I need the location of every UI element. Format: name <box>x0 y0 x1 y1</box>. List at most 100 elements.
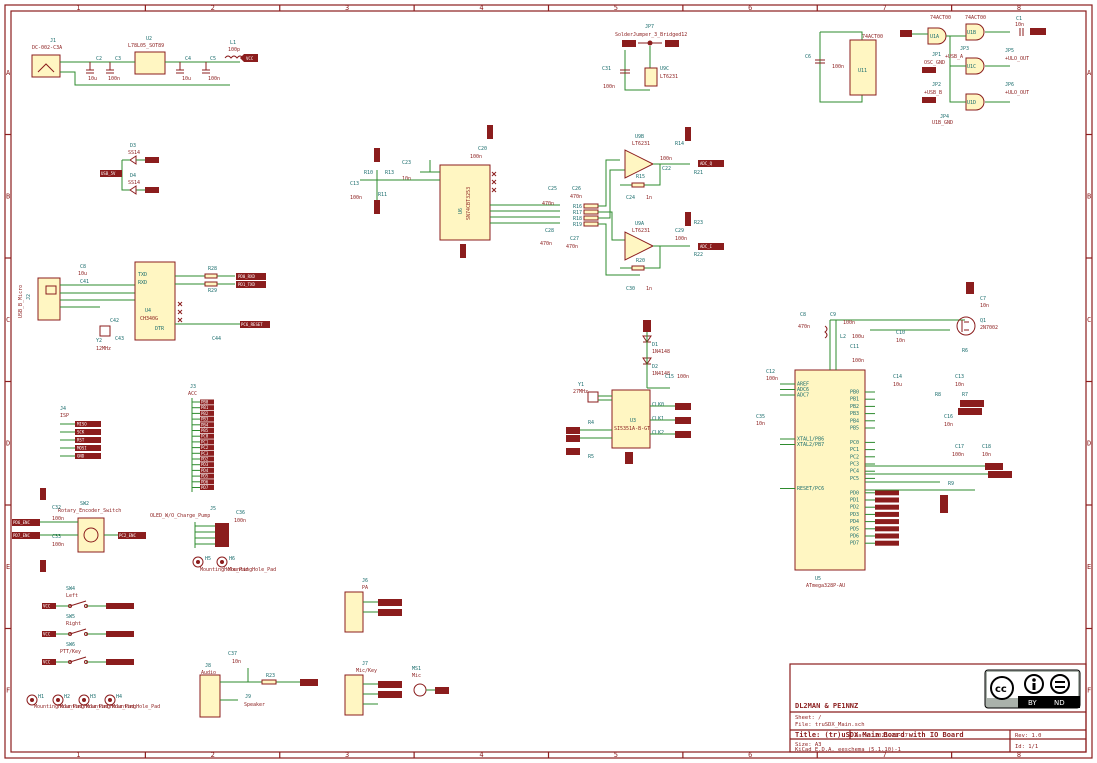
d3-ref: D3 <box>130 143 136 149</box>
pc2-label: PC2_ENC <box>119 533 136 538</box>
border-col-bottom: 6 <box>748 751 752 759</box>
h5-ref: H5 <box>205 556 211 562</box>
j7-value: Mic/Key <box>356 668 377 674</box>
border-col-bottom: 8 <box>1017 751 1021 759</box>
file-name: File: truSDX_Main.sch <box>795 722 865 728</box>
r10-ref: R10 <box>364 170 373 176</box>
mounting-holes: H5 MountingHole_Pad H6 MountingHole_Pad … <box>26 556 276 710</box>
c15-value: 100n <box>677 374 689 380</box>
u4-value: CH340G <box>140 316 158 322</box>
h4-label: MountingHole_Pad <box>112 704 160 710</box>
mcu-right-pin: PD1 <box>850 498 859 504</box>
isp-pin-text: MISO <box>77 422 87 427</box>
clk0-pin: CLK0 <box>652 402 664 408</box>
mcu-right-pin: PB0 <box>850 390 859 396</box>
c3-value: 100n <box>108 76 120 82</box>
vcc-label: VCC <box>246 56 254 61</box>
company: DL2MAN & PE1NNZ <box>795 702 858 710</box>
acc-pin-label <box>200 433 214 439</box>
c17-ref: C17 <box>955 444 964 450</box>
r17-ref: R17 <box>573 210 582 216</box>
border-row-right: E <box>1087 563 1091 571</box>
u11-ref: U11 <box>858 68 867 74</box>
jp7-value: SolderJumper_3_Bridged12 <box>615 32 687 38</box>
mcu-left-pin: XTAL1/PB6 <box>797 437 824 443</box>
d1-value: 1N4148 <box>652 349 670 355</box>
jp6-ref: JP6 <box>1005 82 1014 88</box>
c13-mix-value: 100n <box>350 195 362 201</box>
c44-ref: C44 <box>212 336 221 342</box>
j8-ref: J8 <box>205 663 211 669</box>
r19-ref: R19 <box>573 222 582 228</box>
acc-pin-text: PB2 <box>201 411 209 416</box>
border-col-bottom: 5 <box>614 751 618 759</box>
c25-value: 470n <box>542 201 554 207</box>
u4-txd: TXD <box>138 272 147 278</box>
acc-pin-label <box>200 473 214 479</box>
j6-ref: J6 <box>362 578 368 584</box>
c2-ref: C2 <box>96 56 102 62</box>
date: Date: 2021-11-27 <box>855 733 908 739</box>
u11-value: 74ACT00 <box>862 34 883 40</box>
mcu-right-pin: PC5 <box>850 476 859 482</box>
j4-value: ISP <box>60 413 69 419</box>
c35-value: 10n <box>756 421 765 427</box>
j2-value: USB_B_Micro <box>18 285 24 318</box>
l1-value: 100p <box>228 47 240 53</box>
isp-pin-text: GND <box>77 454 85 459</box>
c18-ref: C18 <box>982 444 991 450</box>
c36-ref: C36 <box>236 510 245 516</box>
c27-ref: C27 <box>570 236 579 242</box>
c32-value: 100n <box>52 516 64 522</box>
j5-ref: J5 <box>210 506 216 512</box>
ms1-ref: MS1 <box>412 666 421 672</box>
r4-ref: R4 <box>588 420 594 426</box>
r15-ref: R15 <box>636 174 645 180</box>
sw6-ref: SW6 <box>66 642 75 648</box>
d1-ref: D1 <box>652 342 658 348</box>
c22-ref: C22 <box>662 166 671 172</box>
acc-pin-label <box>200 485 214 490</box>
acc-pin-text: PB3 <box>201 417 209 422</box>
c20-value: 100n <box>470 154 482 160</box>
y2-value: 12MHz <box>96 346 111 352</box>
c18-value: 10n <box>982 452 991 458</box>
jp4-ref: JP4 <box>940 114 949 120</box>
h2-label: MountingHole_Pad <box>60 704 108 710</box>
c3-ref: C3 <box>115 56 121 62</box>
c23-ref: C23 <box>402 160 411 166</box>
c10-value: 10n <box>896 338 905 344</box>
border-col-top: 5 <box>614 4 618 12</box>
r20-ref: R20 <box>636 258 645 264</box>
by-text: BY <box>1028 699 1037 707</box>
border-col-bottom: 1 <box>76 751 80 759</box>
d4-value: SS14 <box>128 180 140 186</box>
rst-label: PC6_RESET <box>241 322 263 327</box>
acc-pin-text: PD7 <box>201 485 209 490</box>
c15-ref: C15 <box>665 374 674 380</box>
c4-value: 10u <box>182 76 191 82</box>
mcu-section: U5 ATmega328P-AU AREFADC6ADC7XTAL1/PB6XT… <box>756 282 1012 589</box>
sw4-ref: SW4 <box>66 586 75 592</box>
c37-value: 10n <box>232 659 241 665</box>
j8-value: Audio <box>201 670 216 676</box>
l2-value: 100u <box>852 334 864 340</box>
audio-section: J8 Audio C37 10n R23 J9 Speaker J6 PA J7… <box>199 578 449 718</box>
sheet-name: Sheet: / <box>795 715 822 721</box>
mcu-left-pin: XTAL2/PB7 <box>797 442 824 448</box>
u5-value: ATmega328P-AU <box>806 583 845 589</box>
u6-value: SN74CBT3253 <box>466 187 472 220</box>
c43-ref: C43 <box>115 336 124 342</box>
c36-value: 100n <box>234 518 246 524</box>
u5-ref: U5 <box>815 576 821 582</box>
r5-ref: R5 <box>588 454 594 460</box>
r11-ref: R11 <box>378 192 387 198</box>
mcu-right-pin: PD6 <box>850 534 859 540</box>
c11-value: 100n <box>852 358 864 364</box>
c13-mcu-value: 10n <box>955 382 964 388</box>
gate-b-value: 74ACT00 <box>965 15 986 21</box>
mcu-right-pin: PC3 <box>850 462 859 468</box>
clk1-pin: CLK1 <box>652 416 664 422</box>
